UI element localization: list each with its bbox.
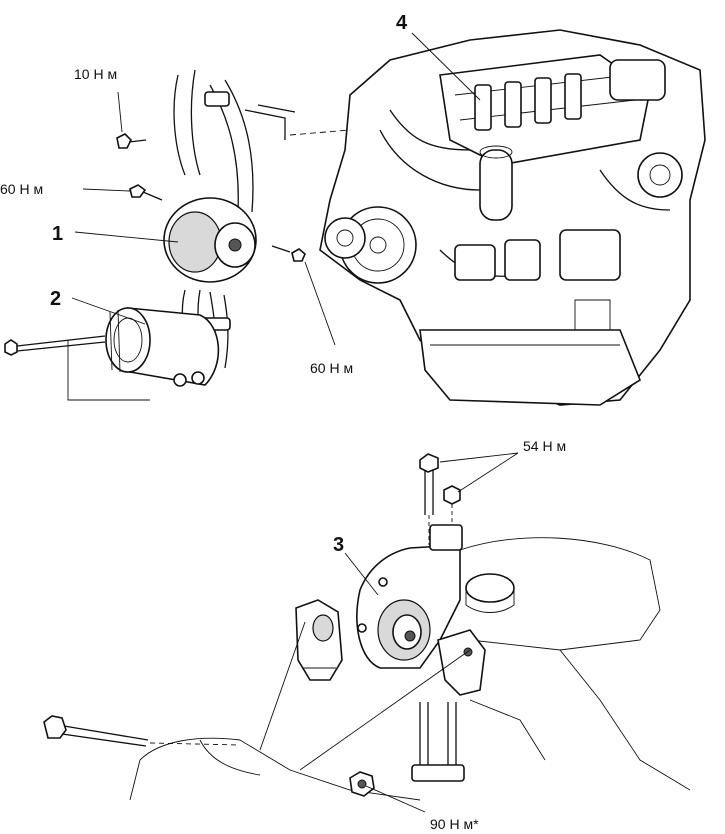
insulator bbox=[295, 599, 343, 681]
reference-lines bbox=[67, 129, 351, 401]
bolt-10nm bbox=[116, 133, 147, 149]
torque-label-60nm-left: 60 Н м bbox=[0, 181, 43, 197]
engine-mount-bracket bbox=[356, 524, 463, 669]
compressor-bracket bbox=[163, 197, 257, 283]
bolt-54nm-vertical bbox=[419, 453, 439, 545]
callout-1: 1 bbox=[52, 223, 63, 245]
bolt-60nm-b bbox=[271, 245, 306, 262]
vehicle-body bbox=[129, 537, 691, 801]
torque-label-10nm: 10 Н м bbox=[74, 66, 117, 82]
leaders-top bbox=[71, 32, 481, 346]
callout-3: 3 bbox=[333, 534, 344, 556]
nut-90nm bbox=[349, 771, 375, 797]
callout-4: 4 bbox=[396, 12, 408, 34]
bolt-long-compressor bbox=[4, 335, 106, 356]
callout-2: 2 bbox=[50, 288, 61, 310]
torque-label-90nm: 90 Н м* bbox=[430, 816, 479, 832]
nut-54nm bbox=[443, 485, 461, 525]
torque-label-54nm: 54 Н м bbox=[523, 438, 566, 454]
bolt-60nm-a bbox=[129, 184, 163, 201]
bolt-long-mount bbox=[43, 715, 241, 747]
engine-block bbox=[319, 29, 706, 406]
bracket-plate bbox=[437, 629, 486, 696]
torque-label-60nm-right: 60 Н м bbox=[310, 360, 353, 376]
studs bbox=[411, 702, 465, 782]
leaders-bottom bbox=[259, 452, 519, 813]
compressor bbox=[105, 307, 220, 387]
